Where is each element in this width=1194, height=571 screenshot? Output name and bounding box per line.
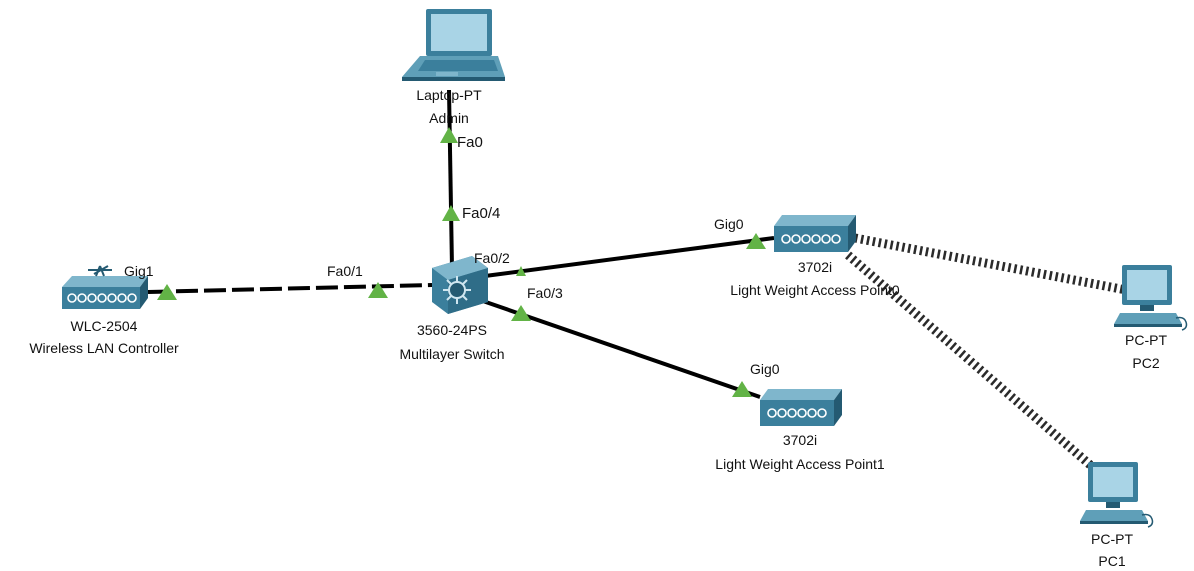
laptop-icon [402,9,505,81]
device-pc1[interactable]: PC-PT PC1 [1080,462,1154,569]
port-up-indicator-switch-fa0-1 [368,282,388,298]
ap0-model-label: 3702i [798,259,832,275]
port-label-switch-fa0-2: Fa0/2 [474,250,510,266]
ap1-model-label: 3702i [783,432,817,448]
switch-model-label: 3560-24PS [417,322,487,338]
pc1-model-label: PC-PT [1091,531,1133,547]
pc1-name-label: PC1 [1098,553,1125,569]
device-access-point-1[interactable]: 3702i Light Weight Access Point1 [715,389,885,472]
port-label-laptop-fa0: Fa0 [457,134,483,151]
port-up-indicator-switch-fa0-2 [516,266,526,276]
ap0-name-label: Light Weight Access Point0 [730,282,900,298]
access-point-icon [774,215,856,252]
access-point-icon [760,389,842,426]
ap1-name-label: Light Weight Access Point1 [715,456,885,472]
device-multilayer-switch[interactable]: 3560-24PS Multilayer Switch [399,256,505,362]
wireless-links [845,233,1127,474]
port-status-indicators [157,127,766,397]
port-up-indicator-switch-fa0-3 [511,305,531,321]
port-label-ap0-gig0: Gig0 [714,216,744,232]
pc2-model-label: PC-PT [1125,332,1167,348]
port-up-indicator-ap0-gig0 [746,233,766,249]
device-laptop-admin[interactable]: Laptop-PT Admin [402,9,505,126]
port-labels: Fa0 Fa0/4 Gig1 Fa0/1 Fa0/2 Fa0/3 Gig0 Gi… [124,134,780,377]
pc2-name-label: PC2 [1132,355,1159,371]
multilayer-switch-icon [432,256,488,314]
device-wlc-2504[interactable]: WLC-2504 Wireless LAN Controller [29,265,179,356]
port-label-wlc-gig1: Gig1 [124,263,154,279]
switch-name-label: Multilayer Switch [399,346,504,362]
port-up-indicator-ap1-gig0 [732,381,752,397]
port-up-indicator-laptop-fa0 [440,127,458,143]
port-label-ap1-gig0: Gig0 [750,361,780,377]
device-pc2[interactable]: PC-PT PC2 [1114,265,1188,371]
device-access-point-0[interactable]: 3702i Light Weight Access Point0 [730,215,900,298]
link-wlc-switch[interactable] [147,283,433,294]
wireless-link-ap0-pc1[interactable] [845,251,1099,474]
laptop-model-label: Laptop-PT [416,87,482,103]
port-up-indicator-switch-fa0-4 [442,205,460,221]
link-laptop-switch[interactable] [447,89,454,269]
wireless-link-ap0-pc2[interactable] [854,233,1127,295]
link-switch-ap0[interactable] [484,236,775,278]
port-label-switch-fa0-3: Fa0/3 [527,285,563,301]
laptop-name-label: Admin [429,110,469,126]
port-label-switch-fa0-1: Fa0/1 [327,263,363,279]
wireless-lan-controller-icon [62,265,148,309]
pc-icon [1080,462,1154,528]
wlc-model-label: WLC-2504 [71,318,138,334]
wlc-name-label: Wireless LAN Controller [29,340,179,356]
port-label-switch-fa0-4: Fa0/4 [462,205,500,222]
pc-icon [1114,265,1188,331]
port-up-indicator-wlc-gig1 [157,284,177,300]
